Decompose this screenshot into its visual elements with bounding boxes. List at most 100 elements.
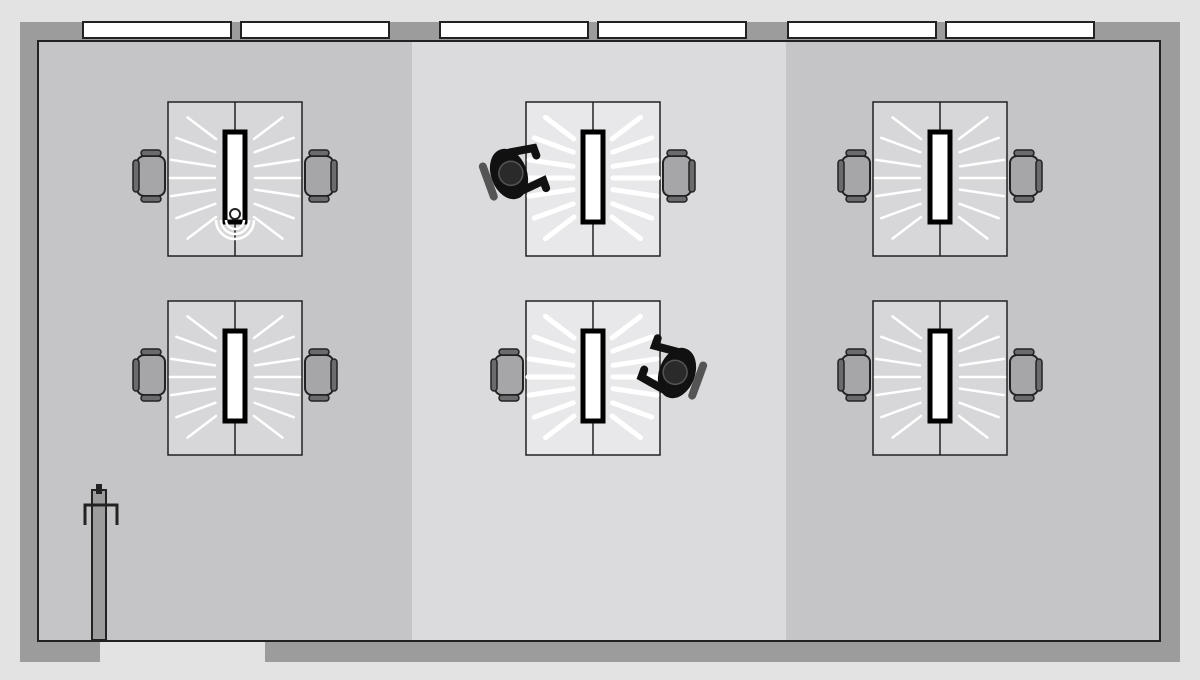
light-ray <box>252 116 284 141</box>
chair-arm <box>140 348 162 356</box>
desk-group-top-left <box>132 101 338 257</box>
light-rays <box>525 313 661 441</box>
light-ray <box>891 116 923 141</box>
light-ray <box>880 335 922 353</box>
chair-back <box>330 159 338 193</box>
light-ray <box>609 313 643 341</box>
light-ray <box>874 357 922 367</box>
window <box>439 21 589 39</box>
chair-arm <box>308 394 330 402</box>
door-opening <box>100 640 265 664</box>
desk-group-bottom-left <box>132 300 338 456</box>
chair-back <box>1035 159 1043 193</box>
chair-arm <box>498 394 520 402</box>
person-icon <box>478 143 551 201</box>
chair-arm <box>845 394 867 402</box>
chair-icon <box>304 149 338 203</box>
chair-icon <box>132 348 166 402</box>
window <box>787 21 937 39</box>
chair-arm <box>845 195 867 203</box>
chair-icon <box>662 149 696 203</box>
light-ray <box>543 114 577 142</box>
chair-back <box>837 159 845 193</box>
door-leaf <box>91 489 107 641</box>
light-ray <box>891 215 923 240</box>
light-ray <box>169 188 217 198</box>
light-ray <box>252 315 284 340</box>
light-ray <box>958 158 1006 168</box>
light-ray <box>543 214 577 242</box>
light-ray <box>957 116 989 141</box>
light-ray <box>874 387 922 397</box>
sensor-wave <box>219 219 251 236</box>
desk-lamp-icon <box>222 328 248 424</box>
light-rays <box>168 315 302 439</box>
light-ray <box>253 357 301 367</box>
light-ray <box>169 158 217 168</box>
window <box>945 21 1095 39</box>
light-ray <box>610 386 660 398</box>
chair-back <box>132 358 140 392</box>
chair-back <box>132 159 140 193</box>
light-ray <box>252 414 284 439</box>
person-arms <box>505 143 551 195</box>
light-rays <box>873 315 1007 439</box>
light-ray <box>253 136 295 154</box>
light-ray <box>958 387 1006 397</box>
chair-icon <box>132 149 166 203</box>
light-ray <box>253 335 295 353</box>
chair-icon <box>490 348 524 402</box>
chair-icon <box>1009 149 1043 203</box>
light-ray <box>175 136 217 154</box>
light-ray <box>610 400 655 420</box>
sensor-dot <box>229 208 241 220</box>
chair-seat <box>662 155 692 197</box>
light-ray <box>610 334 655 354</box>
light-ray <box>169 357 217 367</box>
chair-back <box>837 358 845 392</box>
chair-icon <box>837 149 871 203</box>
light-ray <box>526 187 576 199</box>
desk-lamp-icon <box>927 129 953 225</box>
sensor-wave <box>214 219 256 241</box>
light-ray <box>958 136 1000 154</box>
desk-group-bottom-right <box>837 300 1043 456</box>
chair-seat <box>494 354 524 396</box>
light-rays <box>873 116 1007 240</box>
chair-seat <box>841 155 871 197</box>
person-icon <box>636 334 708 400</box>
door-icon <box>83 484 119 641</box>
chair-arm <box>845 149 867 157</box>
light-ray <box>543 313 577 341</box>
light-ray <box>186 414 218 439</box>
desk-lamp-icon <box>580 129 606 225</box>
light-ray <box>253 401 295 419</box>
light-ray <box>175 401 217 419</box>
person-chair-back <box>688 361 708 400</box>
window <box>597 21 747 39</box>
chair-seat <box>304 354 334 396</box>
light-ray <box>958 401 1000 419</box>
light-ray <box>610 157 660 169</box>
chair-arm <box>308 149 330 157</box>
light-ray <box>253 158 301 168</box>
light-ray <box>531 400 576 420</box>
window <box>82 21 232 39</box>
person-head <box>662 359 688 386</box>
light-ray <box>610 187 660 199</box>
chair-arm <box>1013 394 1035 402</box>
light-ray <box>531 334 576 354</box>
light-ray <box>610 356 660 368</box>
chair-back <box>330 358 338 392</box>
light-ray <box>958 357 1006 367</box>
desk-lamp-icon <box>580 328 606 424</box>
light-ray <box>958 202 1000 220</box>
light-ray <box>526 157 576 169</box>
chair-seat <box>1009 354 1039 396</box>
chair-seat <box>304 155 334 197</box>
light-ray <box>874 188 922 198</box>
room-outline <box>37 40 1161 642</box>
light-ray <box>957 414 989 439</box>
desk-lamp-icon <box>222 129 248 225</box>
light-ray <box>175 335 217 353</box>
